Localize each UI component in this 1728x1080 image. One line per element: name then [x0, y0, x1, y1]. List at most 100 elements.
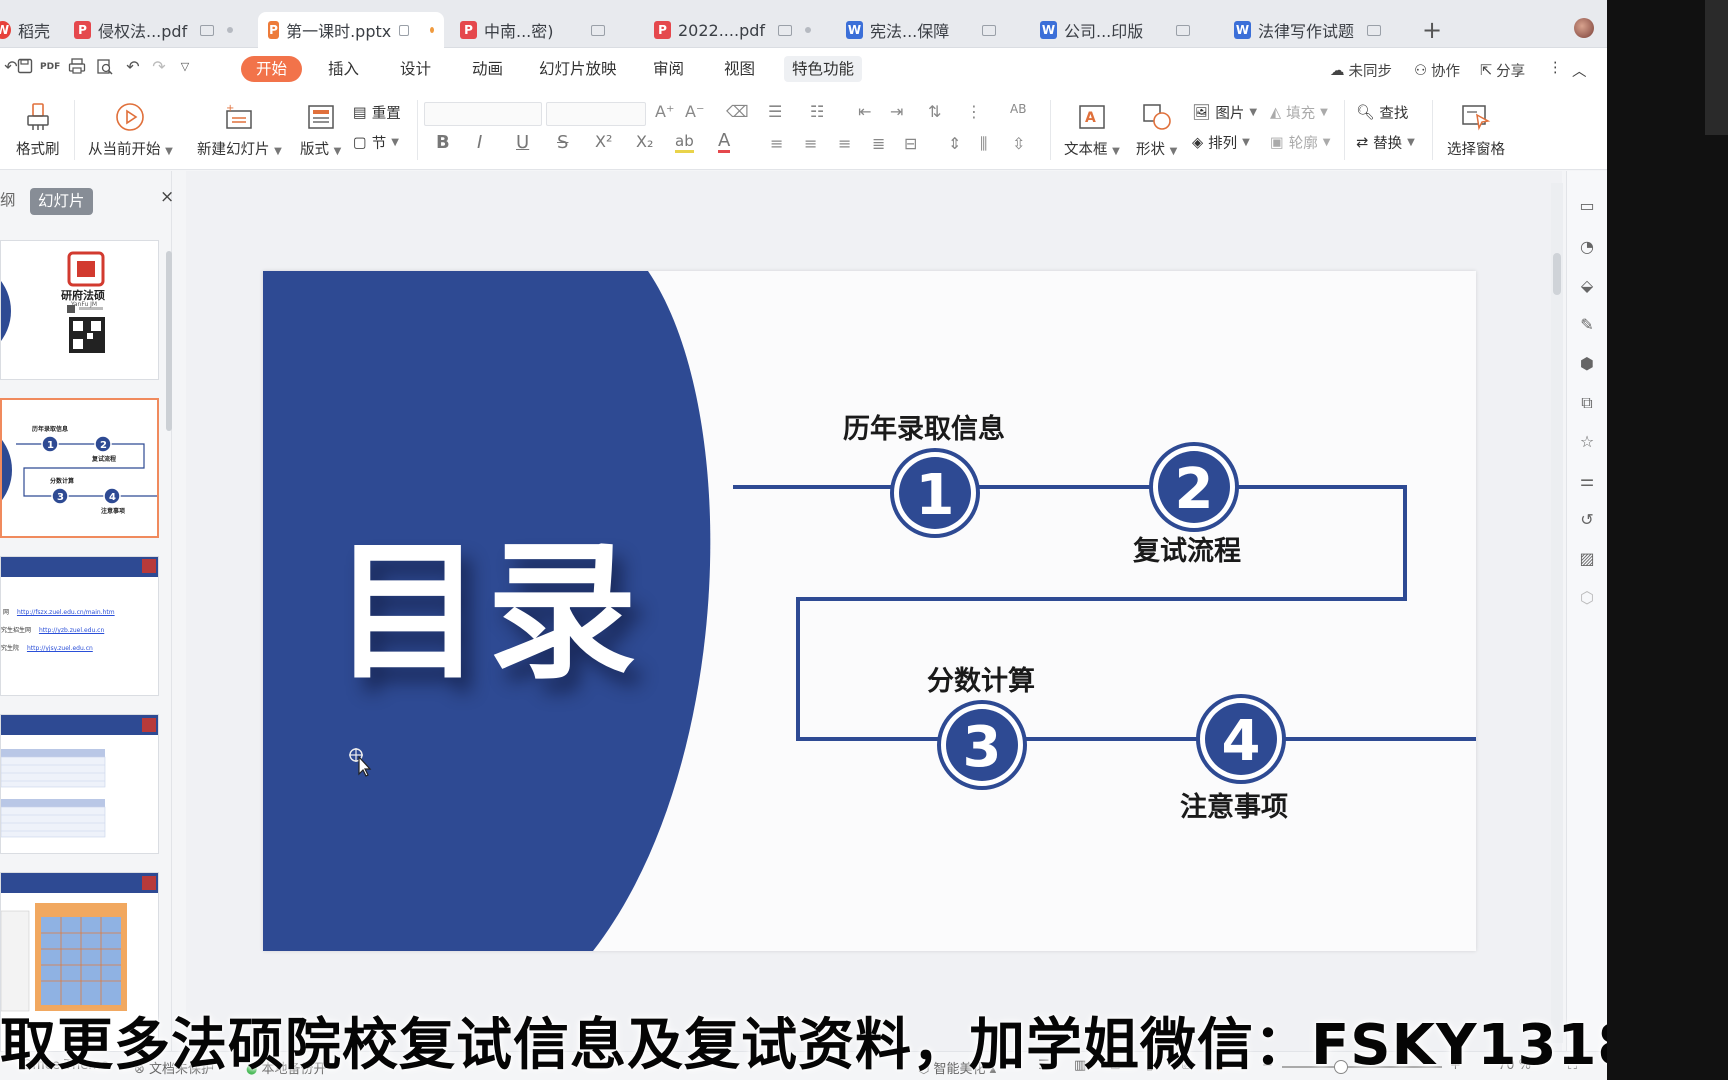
more-options-icon[interactable]: ⋮ — [1548, 60, 1563, 76]
zoom-slider-knob[interactable] — [1334, 1060, 1348, 1074]
bullet-list-icon[interactable]: ☰ — [768, 102, 783, 121]
zoom-slider[interactable] — [1282, 1066, 1442, 1068]
open-icon[interactable]: ↶ — [4, 57, 18, 76]
subscript-button[interactable]: X₂ — [636, 132, 654, 151]
textbox-button[interactable]: A 文本框 ▼ — [1064, 102, 1120, 159]
normal-view-icon[interactable]: ☰ — [1038, 1058, 1050, 1073]
slide-sorter-icon[interactable]: ▥ — [1074, 1058, 1087, 1073]
tab-slides[interactable]: 幻灯片 — [30, 188, 93, 215]
columns-icon[interactable]: ⫼ — [980, 134, 988, 153]
save-icon[interactable] — [16, 58, 34, 76]
quick-access-dropdown-icon[interactable]: ▽ — [180, 60, 190, 73]
collaborate-button[interactable]: ⚇ 协作 — [1414, 62, 1460, 81]
step-label-3[interactable]: 分数计算 — [927, 666, 1035, 697]
print-preview-icon[interactable] — [96, 58, 114, 76]
increase-font-size-icon[interactable]: A⁺ — [655, 102, 675, 121]
slide-thumbnail-4[interactable] — [0, 714, 159, 854]
align-left-icon[interactable]: ≡ — [770, 134, 784, 153]
comment-icon[interactable]: ▭ — [1579, 196, 1595, 215]
new-tab-plus-icon[interactable]: + — [1422, 16, 1443, 44]
clear-format-icon[interactable]: ⌫ — [726, 102, 749, 121]
export-pdf-icon[interactable]: PDF — [40, 62, 61, 72]
step-label-1[interactable]: 历年录取信息 — [843, 414, 1005, 445]
reset-button[interactable]: ▤ 重置 — [353, 104, 401, 123]
align-right-icon[interactable]: ≡ — [838, 134, 852, 153]
font-color-icon[interactable]: A — [718, 130, 731, 153]
picture-button[interactable]: 🖼 图片 ▼ — [1192, 105, 1258, 122]
fill-button[interactable]: ◭ 填充 ▼ — [1270, 104, 1328, 123]
box-icon[interactable]: ⬡ — [1580, 588, 1594, 607]
font-family-combo[interactable] — [424, 102, 542, 126]
arrange-button[interactable]: ◈ 排列 ▼ — [1192, 134, 1250, 153]
slide-thumbnail-2[interactable]: 1 2 3 4 历年录取信息 复试流程 分数计算 注意事项 — [0, 398, 159, 538]
bold-button[interactable]: B — [436, 132, 450, 153]
settings-hex-icon[interactable]: ⬢ — [1580, 354, 1594, 373]
menu-view[interactable]: 视图 — [724, 60, 756, 78]
tab-qinquanfa-pdf[interactable]: P 侵权法...pdf — [74, 12, 234, 48]
close-panel-icon[interactable]: × — [160, 187, 175, 207]
tab-diyikeshi-pptx[interactable]: P 第一课时.pptx — [258, 12, 444, 48]
step-label-2[interactable]: 复试流程 — [1133, 536, 1241, 567]
play-from-current-button[interactable]: 从当前开始 ▼ — [88, 102, 173, 159]
outline-button[interactable]: ▣ 轮廓 ▼ — [1270, 134, 1331, 153]
replace-button[interactable]: ⇄ 替换 ▼ — [1356, 134, 1415, 153]
layout-button[interactable]: 版式 ▼ — [300, 102, 341, 159]
tab-2022-pdf[interactable]: P 2022....pdf — [654, 12, 812, 48]
tab-daoke[interactable]: W 稻壳 — [0, 12, 50, 48]
tab-outline[interactable]: 纲 — [0, 191, 16, 209]
justify-icon[interactable]: ≣ — [872, 134, 886, 153]
fill-icon[interactable]: ⬙ — [1580, 276, 1594, 295]
new-slide-button[interactable]: + 新建幻灯片 ▼ — [197, 103, 282, 158]
scrollbar-thumb[interactable] — [1553, 253, 1561, 295]
reading-view-icon[interactable]: ▯ — [1146, 1058, 1154, 1073]
slide-title[interactable]: 目录 — [333, 526, 642, 700]
menu-insert[interactable]: 插入 — [328, 60, 360, 78]
sliders-icon[interactable]: ⚌ — [1579, 471, 1595, 490]
current-slide[interactable]: 1 2 3 4 目录 历年录取信息 复试流程 分数计算 注意事项 — [263, 271, 1476, 951]
font-size-combo[interactable] — [546, 102, 646, 126]
char-spacing-icon[interactable]: AB — [1010, 102, 1027, 116]
tab-zhongnan-pdf[interactable]: P 中南...密) — [460, 12, 605, 48]
slide-thumbnail-3[interactable]: 网 http://fszx.zuel.edu.cn/main.htm 究生招生网… — [0, 556, 159, 696]
redo-icon[interactable]: ↷ — [152, 57, 166, 76]
grid-view-icon[interactable]: ⊞ — [1110, 1058, 1121, 1073]
zoom-level[interactable]: 70 % — [1498, 1058, 1532, 1073]
share-button[interactable]: ⇱ 分享 — [1480, 62, 1526, 81]
decrease-font-size-icon[interactable]: A⁻ — [685, 102, 705, 121]
numbered-list-icon[interactable]: ☷ — [810, 102, 825, 121]
user-avatar[interactable] — [1574, 18, 1594, 38]
format-painter-button[interactable]: 格式刷 — [16, 102, 60, 159]
menu-review[interactable]: 审阅 — [653, 60, 685, 78]
tab-falvxiezuo[interactable]: W 法律写作试题 — [1234, 12, 1382, 48]
increase-indent-icon[interactable]: ⇥ — [890, 102, 904, 121]
collapse-ribbon-icon[interactable]: ︿ — [1572, 64, 1587, 80]
align-center-icon[interactable]: ≡ — [804, 134, 818, 153]
menu-animation[interactable]: 动画 — [472, 60, 504, 78]
italic-button[interactable]: I — [477, 132, 483, 153]
print-icon[interactable] — [68, 58, 86, 76]
tab-gongsi[interactable]: W 公司...印版 — [1040, 12, 1191, 48]
local-backup-status[interactable]: ● 本地备份开 — [246, 1062, 327, 1077]
fit-window-icon[interactable]: ⛶ — [1568, 1058, 1578, 1073]
menu-design[interactable]: 设计 — [400, 60, 432, 78]
animation-star-icon[interactable]: ☆ — [1579, 432, 1595, 451]
superscript-button[interactable]: X² — [595, 132, 613, 151]
slide-thumbnail-1[interactable]: 研府法硕 YanFu JM — [0, 240, 159, 380]
distribute-icon[interactable]: ⊟ — [904, 134, 918, 153]
zoom-out-icon[interactable]: − — [1262, 1058, 1273, 1073]
menu-home[interactable]: 开始 — [241, 56, 303, 82]
selection-pane-button[interactable]: 选择窗格 — [1447, 102, 1505, 159]
menu-slideshow[interactable]: 幻灯片放映 — [539, 60, 617, 78]
undo-icon[interactable]: ↶ — [126, 57, 140, 76]
canvas-vertical-scrollbar[interactable] — [1551, 183, 1563, 1043]
smart-beautify-button[interactable]: ⬡ 智能美化 ▴ — [918, 1062, 997, 1077]
sync-status-button[interactable]: ☁ 未同步 — [1330, 62, 1392, 81]
vertical-align-icon[interactable]: ⇳ — [1012, 134, 1026, 153]
underline-button[interactable]: U — [516, 132, 530, 153]
zoom-in-icon[interactable]: + — [1450, 1058, 1461, 1073]
copy-icon[interactable]: ⧉ — [1581, 393, 1593, 412]
paragraph-spacing-icon[interactable]: ⇕ — [948, 134, 962, 153]
line-spacing-icon[interactable]: ⋮ — [966, 102, 982, 121]
presenter-icon[interactable]: ⎚ — [1182, 1058, 1193, 1073]
decrease-indent-icon[interactable]: ⇤ — [858, 102, 872, 121]
